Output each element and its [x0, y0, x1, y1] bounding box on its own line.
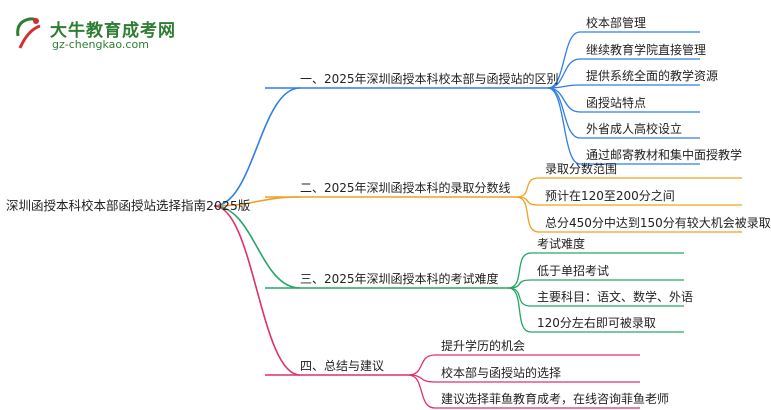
branch-1-child-1-connector	[547, 31, 581, 89]
branch-1-child-4-label: 函授站特点	[586, 96, 647, 110]
branch-2-child-2-label: 预计在120至200分之间	[545, 189, 675, 203]
branch-3-child-3-connector	[507, 287, 532, 307]
branch-1-label: 一、2025年深圳函授本科校本部与函授站的区别	[300, 72, 559, 86]
logo-mark-icon	[16, 17, 41, 49]
branch-3-child-4-connector	[507, 287, 532, 333]
branch-1-child-6-label: 通过邮寄教材和集中面授教学	[586, 148, 743, 162]
branch-2-child-1-label: 录取分数范围	[545, 162, 618, 176]
branch-4-label: 四、总结与建议	[300, 359, 385, 373]
root-to-branch-4-connector	[213, 205, 301, 376]
branch-3-child-1-connector	[507, 252, 532, 289]
branch-3-child-3-label: 主要科目：语文、数学、外语	[537, 290, 694, 304]
branch-3-label: 三、2025年深圳函授本科的考试难度	[300, 272, 499, 286]
branch-1-child-5-connector	[547, 87, 581, 139]
branch-3-child-2-label: 低于单招考试	[537, 264, 610, 278]
branch-4-child-2-label: 校本部与函授站的选择	[441, 366, 562, 380]
logo-title: 大牛教育成考网	[50, 21, 176, 41]
branch-1-child-2-connector	[547, 58, 581, 89]
branch-4-child-1-connector	[407, 354, 436, 376]
mindmap-connectors	[213, 31, 742, 409]
root-to-branch-3-connector	[213, 205, 301, 289]
logo-url: gz-chengkao.com	[52, 38, 149, 51]
branch-1-child-6-connector	[547, 87, 581, 165]
branch-1-child-1-label: 校本部管理	[586, 16, 647, 30]
branch-3-child-1-label: 考试难度	[537, 237, 586, 251]
branch-4-child-1-label: 提升学历的机会	[441, 339, 526, 353]
branch-1-child-2-label: 继续教育学院直接管理	[586, 43, 707, 57]
branch-2-label: 二、2025年深圳函授本科的录取分数线	[300, 181, 511, 195]
branch-2-child-3-connector	[515, 196, 540, 233]
branch-2-child-1-connector	[515, 177, 540, 198]
root-to-branch-1-connector	[213, 87, 301, 207]
branch-3-child-4-label: 120分左右即可被录取	[537, 316, 656, 330]
branch-2-child-3-label: 总分450分中达到150分有较大机会被录取	[545, 216, 771, 230]
site-logo[interactable]: 大牛教育成考网 gz-chengkao.com	[14, 14, 175, 58]
mindmap-root: 深圳函授本科校本部函授站选择指南2025版	[6, 198, 251, 213]
branch-4-child-3-label: 建议选择菲鱼教育成考，在线咨询菲鱼老师	[441, 392, 670, 406]
branch-1-child-5-label: 外省成人高校设立	[586, 122, 683, 136]
branch-4-child-3-connector	[407, 374, 436, 409]
branch-1-child-3-label: 提供系统全面的教学资源	[586, 69, 719, 83]
branch-1-child-4-connector	[547, 87, 581, 113]
